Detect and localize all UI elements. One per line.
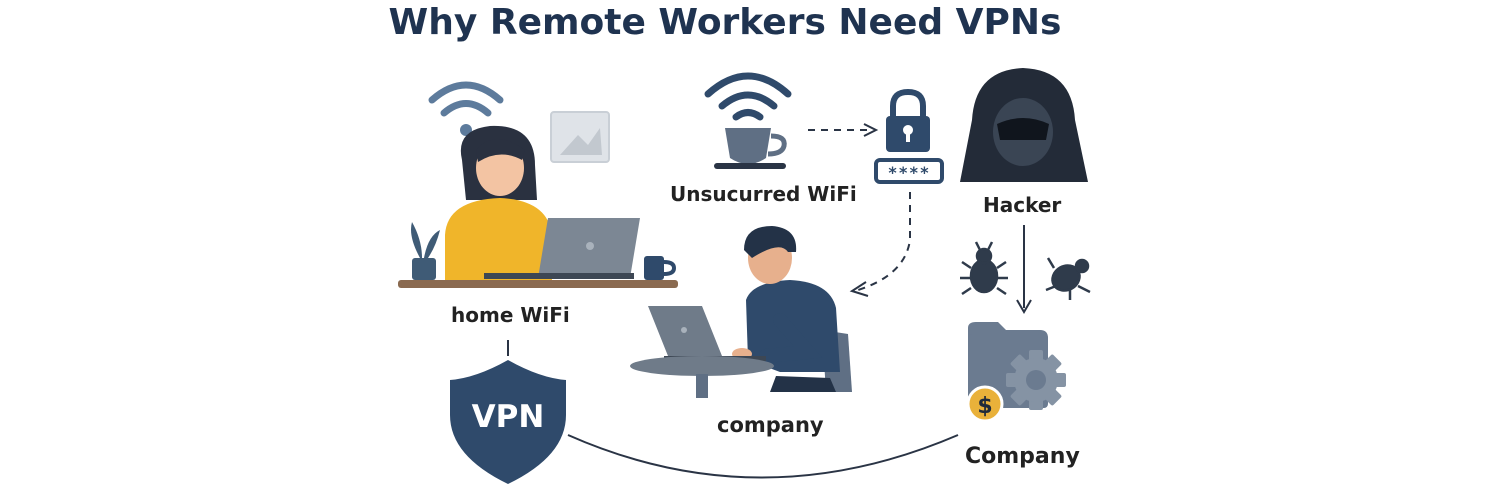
vpn-shield-label: VPN (472, 399, 545, 435)
password-mask: **** (888, 163, 931, 182)
plant-icon (411, 222, 440, 280)
home-laptop-icon (484, 218, 640, 279)
arrow-hacker-to-company-head (1016, 299, 1032, 314)
dollar-coin-icon: $ (966, 385, 1004, 423)
cafe-wifi-icon (704, 72, 792, 121)
connectors (507, 123, 1032, 479)
hacker-label: Hacker (983, 193, 1062, 217)
page-title: Why Remote Workers Need VPNs (388, 2, 1062, 43)
coffee-cup-icon (714, 128, 787, 169)
wall-picture-icon (550, 111, 610, 163)
vpn-shield-icon: VPN (450, 360, 566, 484)
home-wifi-icon (428, 81, 504, 136)
dashed-arrow-lock-to-worker (857, 192, 911, 291)
hacker-icon (960, 68, 1088, 182)
unsecured-wifi-label: Unsucurred WiFi (670, 182, 857, 206)
password-field-icon: **** (874, 158, 944, 184)
coin-symbol: $ (977, 394, 992, 419)
dashed-arrow-cafe-to-lock-head (863, 123, 879, 137)
home-woman-icon (445, 125, 552, 280)
home-desk (398, 280, 678, 288)
home-wifi-label: home WiFi (451, 303, 570, 327)
bug-icon (1045, 257, 1091, 300)
bug-icon (960, 241, 1008, 296)
dashed-arrow-lock-to-worker-head (849, 281, 869, 297)
cafe-man-icon (732, 226, 852, 392)
padlock-icon (886, 88, 930, 152)
coffee-mug-icon (644, 256, 677, 280)
cafe-table (630, 356, 774, 398)
gear-icon (1006, 350, 1066, 410)
company-worker-label: company (717, 413, 824, 437)
curve-vpn-to-company (567, 434, 959, 479)
company-server-label: Company (965, 444, 1080, 469)
